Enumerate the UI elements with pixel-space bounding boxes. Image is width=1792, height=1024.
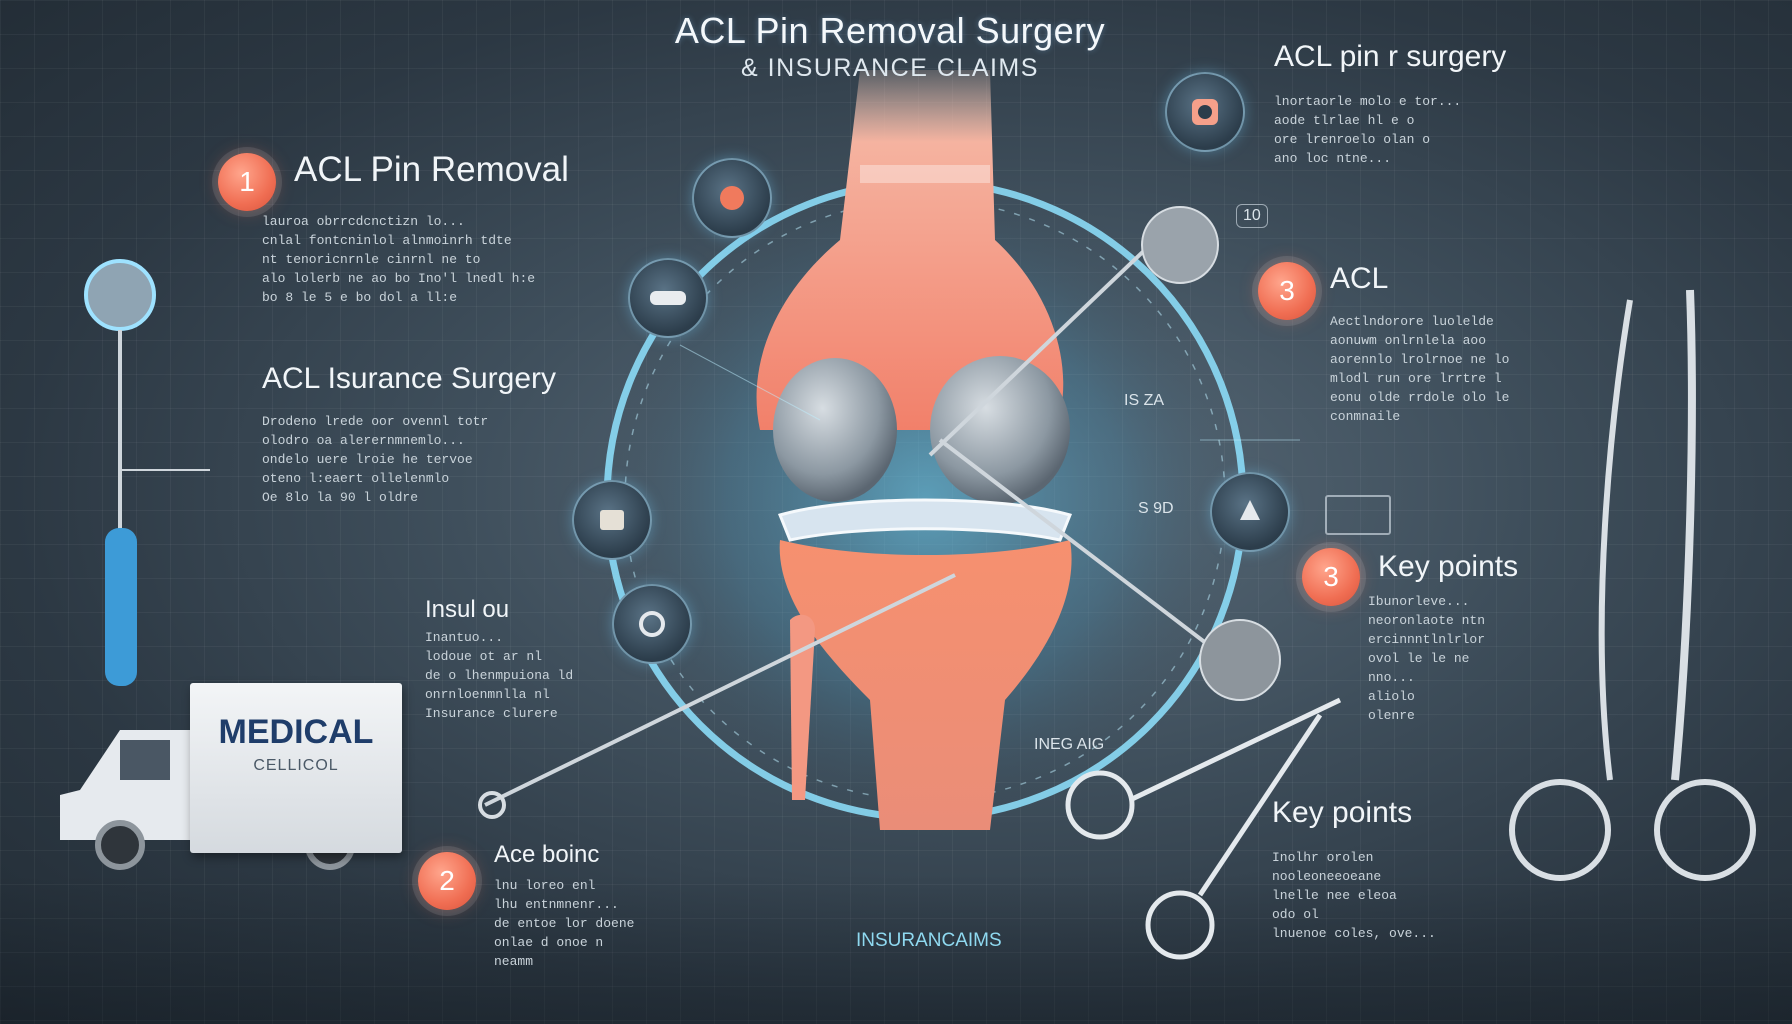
tibia [779,540,1072,830]
title-line-2: & INSURANCE CLAIMS [741,54,1039,82]
body-acl-pin-surgery: lnortaorle molo e tor...aode tlrlae hl e… [1274,94,1462,166]
record-icon: 10 [1236,204,1268,228]
hand-icon [1210,472,1290,552]
probe-ring [478,791,506,819]
heading-acl-pin-removal: ACL Pin Removal [294,150,569,189]
step-badge-1: 1 [218,153,276,211]
scissors-blade-1 [1128,697,1342,803]
truck-box: MEDICAL CELLICOL [190,683,402,853]
title-line-1: ACL Pin Removal Surgery [674,10,1106,51]
implant-icon [572,480,652,560]
femur [756,70,1064,430]
center-label-right-2: S 9D [1138,500,1174,517]
floor-shadow [0,874,1792,1024]
pin-head-2 [1199,619,1281,701]
heading-acl-insurance-surgery: ACL Isurance Surgery [262,362,557,395]
heading-insurance: Insul ou [425,596,510,623]
center-label-bottom-right: INEG AIG [1034,736,1105,753]
page-title: ACL Pin Removal Surgery & INSURANCE CLAI… [560,10,1220,83]
condyle-left [773,358,897,502]
document-icon [1325,495,1391,535]
truck-wheel-1 [95,820,145,870]
truck-label-sub: CELLICOL [253,757,339,774]
forceps-arm-2 [1671,289,1696,781]
step-badge-2: 2 [418,852,476,910]
femur-band [860,165,990,183]
tool-head [84,259,156,331]
heading-acl: ACL [1330,262,1389,295]
scissors-blade-2 [1197,713,1323,897]
fibula [790,614,815,800]
meniscus [777,498,1073,542]
step-badge-4: 3 [1302,548,1360,606]
truck-window [120,740,170,780]
cell-icon [692,158,772,238]
condyle-right [930,356,1070,504]
joint-icon [612,584,692,664]
forceps-arm-1 [1598,299,1633,781]
tool-handle [105,528,137,686]
knee-brace-icon [628,258,708,338]
pin-head-1 [1141,206,1219,284]
probe [484,573,956,807]
pin-2 [938,438,1217,652]
connector-1 [679,344,821,421]
camera-icon [1165,72,1245,152]
truck-label-medical: MEDICAL [218,713,374,751]
body-acl-pin-removal: lauroa obrrcdcnctizn lo...cnlal fontcnin… [262,214,536,305]
pin-1 [928,243,1152,457]
heading-acl-pin-surgery: ACL pin r surgery [1274,40,1507,73]
forceps-ring-1 [1509,779,1611,881]
step-badge-3: 3 [1258,262,1316,320]
heading-key-points-2: Key points [1272,796,1413,829]
center-label-bottom: INSURANCAIMS [856,930,1002,951]
center-label-right: IS ZA [1124,392,1165,409]
heading-ace-boinc: Ace boinc [494,841,600,868]
scissors-ring-1 [1065,770,1135,840]
scissors-ring-2 [1145,890,1215,960]
forceps-ring-2 [1654,779,1756,881]
heading-key-points-1: Key points [1378,550,1519,583]
